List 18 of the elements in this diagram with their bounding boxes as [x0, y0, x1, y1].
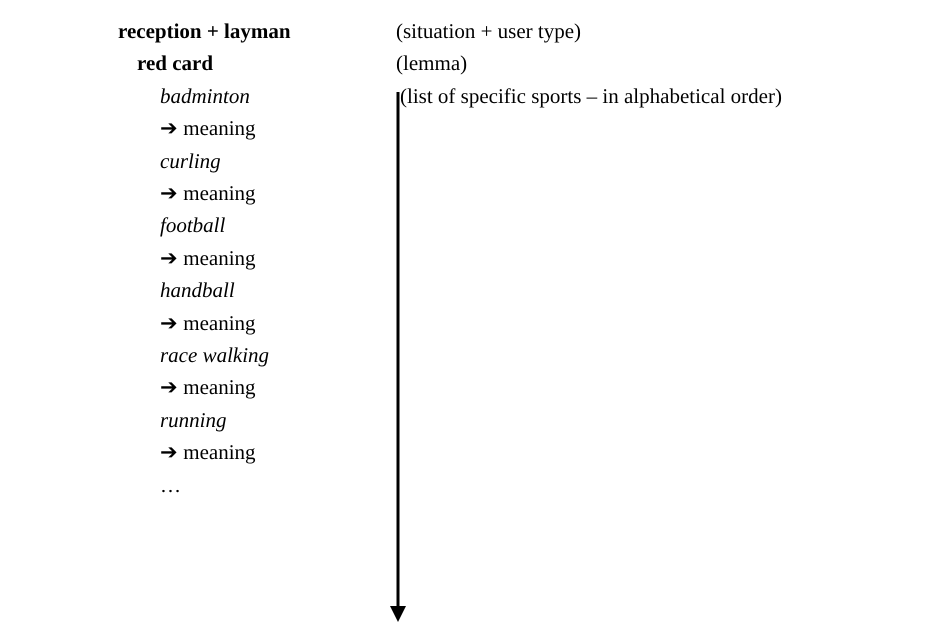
sport-name: badminton [160, 84, 250, 108]
meaning-text: ➔ meaning [160, 181, 256, 205]
meaning-text: ➔ meaning [160, 375, 256, 400]
sport-name: running [160, 408, 227, 432]
meaning-text: ➔ meaning [160, 116, 256, 140]
sport-name: football [160, 213, 226, 238]
heading-text: red card [137, 51, 214, 76]
annotation-text: (list of specific sports – in alphabetical order) [400, 84, 782, 108]
meaning-text: ➔ meaning [160, 440, 256, 464]
meaning-text: ➔ meaning [160, 310, 256, 335]
sport-name: handball [160, 278, 235, 302]
annotation-text: (lemma) [396, 51, 468, 76]
annotation-text: (situation + user type) [396, 19, 582, 43]
heading-text: reception + layman [118, 19, 291, 43]
sport-name: race walking [160, 343, 270, 367]
meaning-text: ➔ meaning [160, 246, 256, 270]
ellipsis-text: … [160, 472, 181, 497]
sport-name: curling [160, 148, 221, 173]
